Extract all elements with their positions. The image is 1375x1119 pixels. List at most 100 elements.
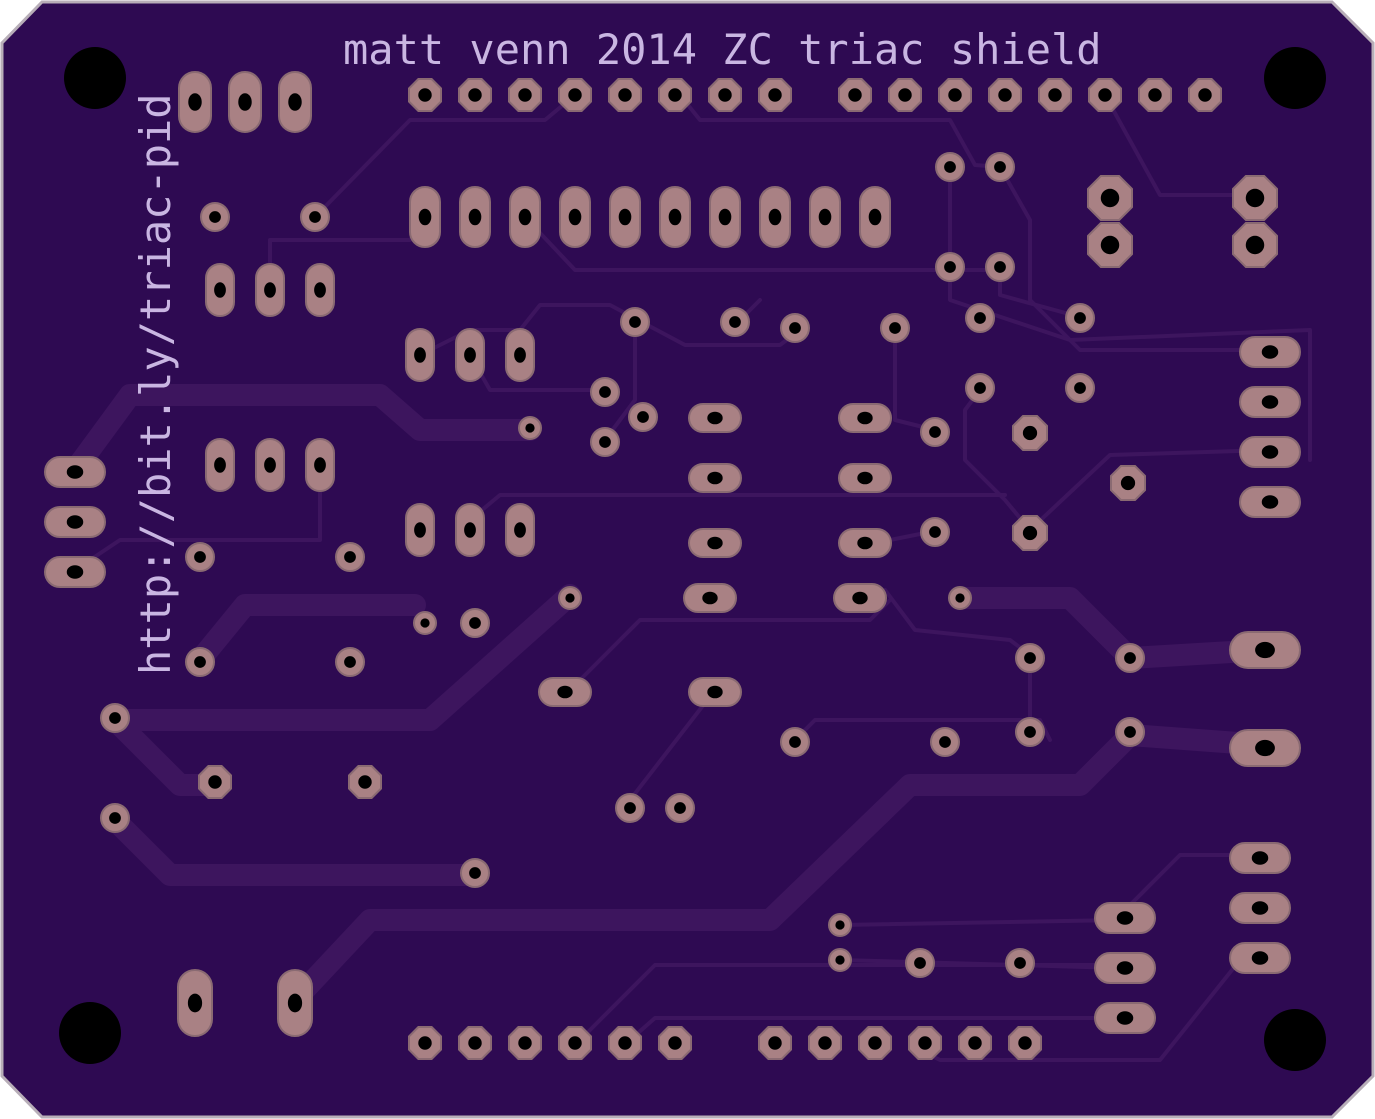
via-pad-18 bbox=[1065, 373, 1095, 403]
relay-header-pin-2 bbox=[459, 186, 491, 248]
via-pad-35 bbox=[460, 858, 490, 888]
via-pad-34 bbox=[100, 803, 130, 833]
zc-terminal-pin-2 bbox=[1229, 892, 1291, 924]
dip-left-pin-3 bbox=[688, 528, 742, 558]
via-pad-19 bbox=[920, 517, 950, 547]
small-via-6 bbox=[828, 948, 852, 972]
via-pad-9 bbox=[620, 307, 650, 337]
resistor-pad-1 bbox=[538, 677, 592, 707]
mount-hole-bottom-left bbox=[59, 1002, 121, 1064]
zc-terminal-pin-1 bbox=[1229, 842, 1291, 874]
small-via-3 bbox=[413, 611, 437, 635]
opto-terminal-pin-2 bbox=[1094, 952, 1156, 984]
triac-terminal-pin-2 bbox=[1229, 729, 1301, 767]
header-top-right-pin-7 bbox=[1138, 78, 1172, 112]
signal-traces bbox=[73, 93, 1312, 1062]
to92-low-pin-2 bbox=[255, 438, 285, 492]
header-pads bbox=[198, 78, 1278, 1060]
small-via-5 bbox=[828, 913, 852, 937]
to92-mid-pin-3 bbox=[305, 263, 335, 317]
to92-center-pin-1 bbox=[405, 328, 435, 382]
jumper-pad-3 bbox=[1232, 175, 1278, 221]
relay-header-pin-10 bbox=[859, 186, 891, 248]
component-pads bbox=[44, 71, 1301, 1037]
to92-lower-pin-2 bbox=[455, 503, 485, 557]
header-bottom-right-pin-4 bbox=[908, 1026, 942, 1060]
to92-top-pin-1 bbox=[178, 71, 212, 133]
header-bottom-right-pin-6 bbox=[1008, 1026, 1042, 1060]
to92-top-pin-2 bbox=[228, 71, 262, 133]
dip-left-pin-1 bbox=[688, 403, 742, 433]
opto-terminal-pin-3 bbox=[1094, 1002, 1156, 1034]
via-pad-36 bbox=[905, 948, 935, 978]
opto-terminal-pin-1 bbox=[1094, 902, 1156, 934]
mount-hole-top-left bbox=[64, 47, 126, 109]
relay-header-pin-8 bbox=[759, 186, 791, 248]
dip-right-pin-3 bbox=[838, 528, 892, 558]
via-pad-31 bbox=[1115, 717, 1145, 747]
left-terminal-pin-3 bbox=[44, 556, 106, 588]
pad-oct-c bbox=[1110, 465, 1146, 501]
via-pad-23 bbox=[185, 647, 215, 677]
header-top-right-pin-4 bbox=[988, 78, 1022, 112]
pad-oct-b bbox=[1012, 515, 1048, 551]
header-top-left-pin-6 bbox=[658, 78, 692, 112]
header-bottom-left-pin-3 bbox=[508, 1026, 542, 1060]
relay-header-pin-4 bbox=[559, 186, 591, 248]
to92-mid-pin-1 bbox=[205, 263, 235, 317]
via-pad-30 bbox=[1015, 717, 1045, 747]
header-top-right-pin-2 bbox=[888, 78, 922, 112]
small-via-4 bbox=[948, 586, 972, 610]
header-top-right-pin-8 bbox=[1188, 78, 1222, 112]
to92-low-pin-3 bbox=[305, 438, 335, 492]
relay-header-pin-5 bbox=[609, 186, 641, 248]
dip-left-pin-2 bbox=[688, 463, 742, 493]
right-terminal-pin-2 bbox=[1239, 386, 1301, 418]
via-pad-28 bbox=[780, 727, 810, 757]
resistor-pad-2 bbox=[688, 677, 742, 707]
dip-right-pin-1 bbox=[838, 403, 892, 433]
header-bottom-left-pin-6 bbox=[658, 1026, 692, 1060]
pad-oct-e bbox=[198, 765, 232, 799]
header-bottom-right-pin-5 bbox=[958, 1026, 992, 1060]
zc-terminal-pin-3 bbox=[1229, 942, 1291, 974]
via-pad-14 bbox=[628, 402, 658, 432]
right-terminal-pin-4 bbox=[1239, 486, 1301, 518]
dip-right-pin-4 bbox=[833, 583, 887, 613]
via-pad-8 bbox=[1065, 303, 1095, 333]
jumper-pad-4 bbox=[1232, 222, 1278, 268]
via-pad-17 bbox=[965, 373, 995, 403]
dip-left-pin-4 bbox=[683, 583, 737, 613]
via-pad-6 bbox=[985, 252, 1015, 282]
header-bottom-left-pin-5 bbox=[608, 1026, 642, 1060]
bottom-power-pin-1 bbox=[177, 969, 213, 1037]
left-terminal-pin-2 bbox=[44, 506, 106, 538]
via-pad-7 bbox=[965, 303, 995, 333]
to92-center-pin-3 bbox=[505, 328, 535, 382]
relay-header-pin-1 bbox=[409, 186, 441, 248]
via-pad-37 bbox=[1005, 948, 1035, 978]
via-pad-12 bbox=[880, 313, 910, 343]
header-bottom-right-pin-3 bbox=[858, 1026, 892, 1060]
header-top-left-pin-2 bbox=[458, 78, 492, 112]
silkscreen-title: matt venn 2014 ZC triac shield bbox=[343, 25, 1102, 74]
jumper-pad-1 bbox=[1087, 175, 1133, 221]
relay-header-pin-3 bbox=[509, 186, 541, 248]
via-pad-1 bbox=[200, 202, 230, 232]
to92-center-pin-2 bbox=[455, 328, 485, 382]
small-via-2 bbox=[558, 586, 582, 610]
header-top-left-pin-4 bbox=[558, 78, 592, 112]
via-pad-33 bbox=[665, 793, 695, 823]
via-pad-25 bbox=[1015, 643, 1045, 673]
via-pad-13 bbox=[590, 377, 620, 407]
right-terminal-pin-3 bbox=[1239, 436, 1301, 468]
via-pad-10 bbox=[720, 307, 750, 337]
to92-mid-pin-2 bbox=[255, 263, 285, 317]
mount-hole-top-right bbox=[1264, 47, 1326, 109]
header-top-right-pin-1 bbox=[838, 78, 872, 112]
triac-terminal-pin-1 bbox=[1229, 631, 1301, 669]
via-pad-24 bbox=[335, 647, 365, 677]
dip-right-pin-2 bbox=[838, 463, 892, 493]
relay-header-pin-9 bbox=[809, 186, 841, 248]
mount-hole-bottom-right bbox=[1264, 1009, 1326, 1071]
